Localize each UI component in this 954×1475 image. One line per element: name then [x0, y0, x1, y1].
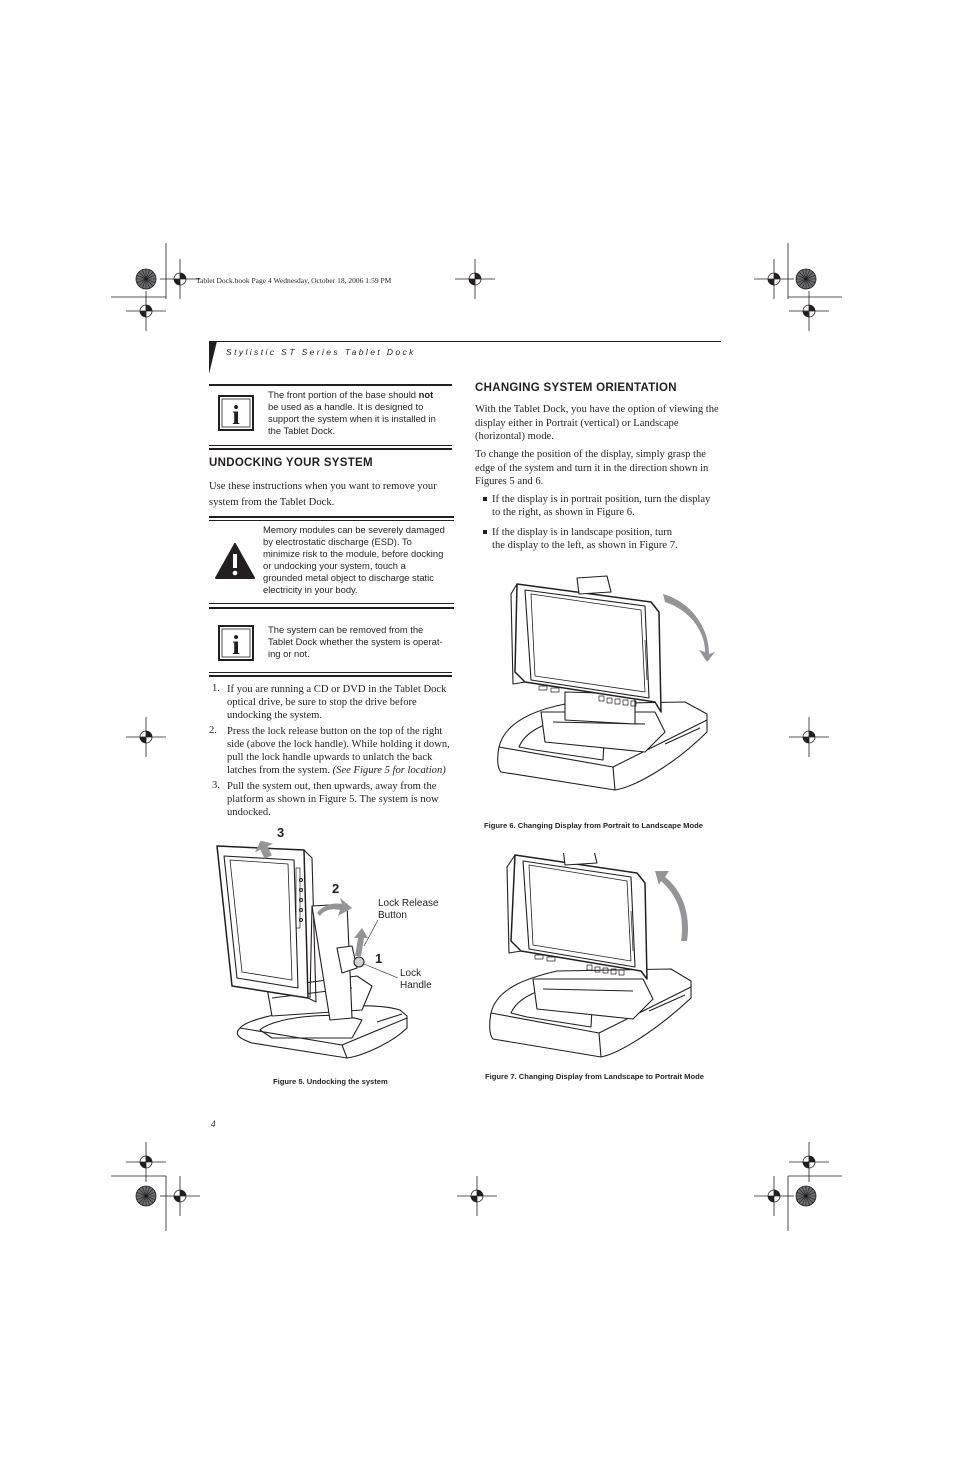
lock-handle-label: Lock Handle: [400, 968, 432, 991]
bullet-icon: [483, 530, 487, 534]
figure-5-undocking-illustration: [216, 840, 408, 1059]
caution-icon: [215, 543, 255, 579]
undocking-heading: UNDOCKING YOUR SYSTEM: [209, 457, 373, 469]
callout-number: 1: [375, 951, 383, 966]
figure-7-caption: Figure 7. Changing Display from Landscap…: [485, 1072, 704, 1081]
figure-7-landscape-to-portrait-illustration: [489, 853, 692, 1058]
orientation-heading: CHANGING SYSTEM ORIENTATION: [475, 382, 677, 394]
running-header: Stylistic ST Series Tablet Dock: [226, 347, 416, 357]
info-icon: i: [218, 625, 254, 661]
bullet-item: If the display is in portrait position, …: [492, 494, 711, 518]
slug-line: Tablet Dock.book Page 4 Wednesday, Octob…: [196, 276, 392, 285]
note-bottom-rule: [209, 445, 452, 446]
step-text: Pull the system out, then upwards, away …: [227, 781, 439, 818]
bullet-item: If the display is in landscape position,…: [492, 527, 678, 551]
note2-bottom-rule-thin: [209, 672, 452, 673]
orientation-para-2: To change the position of the display, s…: [475, 449, 709, 487]
step-number: 1.: [212, 683, 220, 694]
base-handle-note: The front portion of the base should not…: [268, 389, 442, 437]
removal-note-text: The system can be removed from the Table…: [268, 624, 443, 659]
page-number: 4: [211, 1119, 216, 1129]
step-text: Press the lock release button on the top…: [227, 725, 452, 777]
note-text-a: The front portion of the base should: [268, 389, 419, 400]
caution-top-rule-thin: [209, 520, 454, 521]
note-top-rule: [209, 384, 452, 386]
step-text: If you are running a CD or DVD in the Ta…: [227, 684, 447, 721]
figure-5-caption: Figure 5. Undocking the system: [273, 1077, 388, 1086]
figure-6-portrait-to-landscape-illustration: [497, 575, 715, 791]
callout-number: 2: [332, 881, 340, 896]
svg-text:i: i: [232, 400, 240, 430]
caution-top-rule: [209, 516, 454, 518]
step-text-main: Press the lock release button on the top…: [227, 726, 450, 776]
step-number: 2.: [209, 725, 217, 736]
caution-bottom-rule-thin: [209, 603, 454, 604]
note-bold-not: not: [418, 389, 434, 400]
svg-text:i: i: [232, 630, 240, 660]
bullet-icon: [483, 497, 487, 501]
lock-release-button-label: Lock Release Button: [378, 898, 439, 921]
orientation-para-1: With the Tablet Dock, you have the optio…: [475, 404, 719, 442]
esd-caution-text: Memory modules can be severely damaged b…: [263, 524, 445, 595]
caution-bottom-rule: [209, 607, 454, 609]
info-icon: i: [218, 395, 254, 431]
header-tab-mark: [209, 341, 217, 374]
note-bottom-rule-thick: [209, 448, 452, 450]
header-rule: [210, 341, 721, 342]
undocking-intro: Use these instructions when you want to …: [209, 481, 437, 508]
note2-bottom-rule: [209, 675, 452, 677]
figure-6-caption: Figure 6. Changing Display from Portrait…: [484, 821, 703, 830]
figure-reference: (See Figure 5 for location): [332, 765, 446, 776]
step-number: 3.: [212, 780, 220, 791]
callout-number: 3: [277, 825, 285, 840]
note-text-b: be used as a handle. It is designed to s…: [268, 401, 436, 436]
